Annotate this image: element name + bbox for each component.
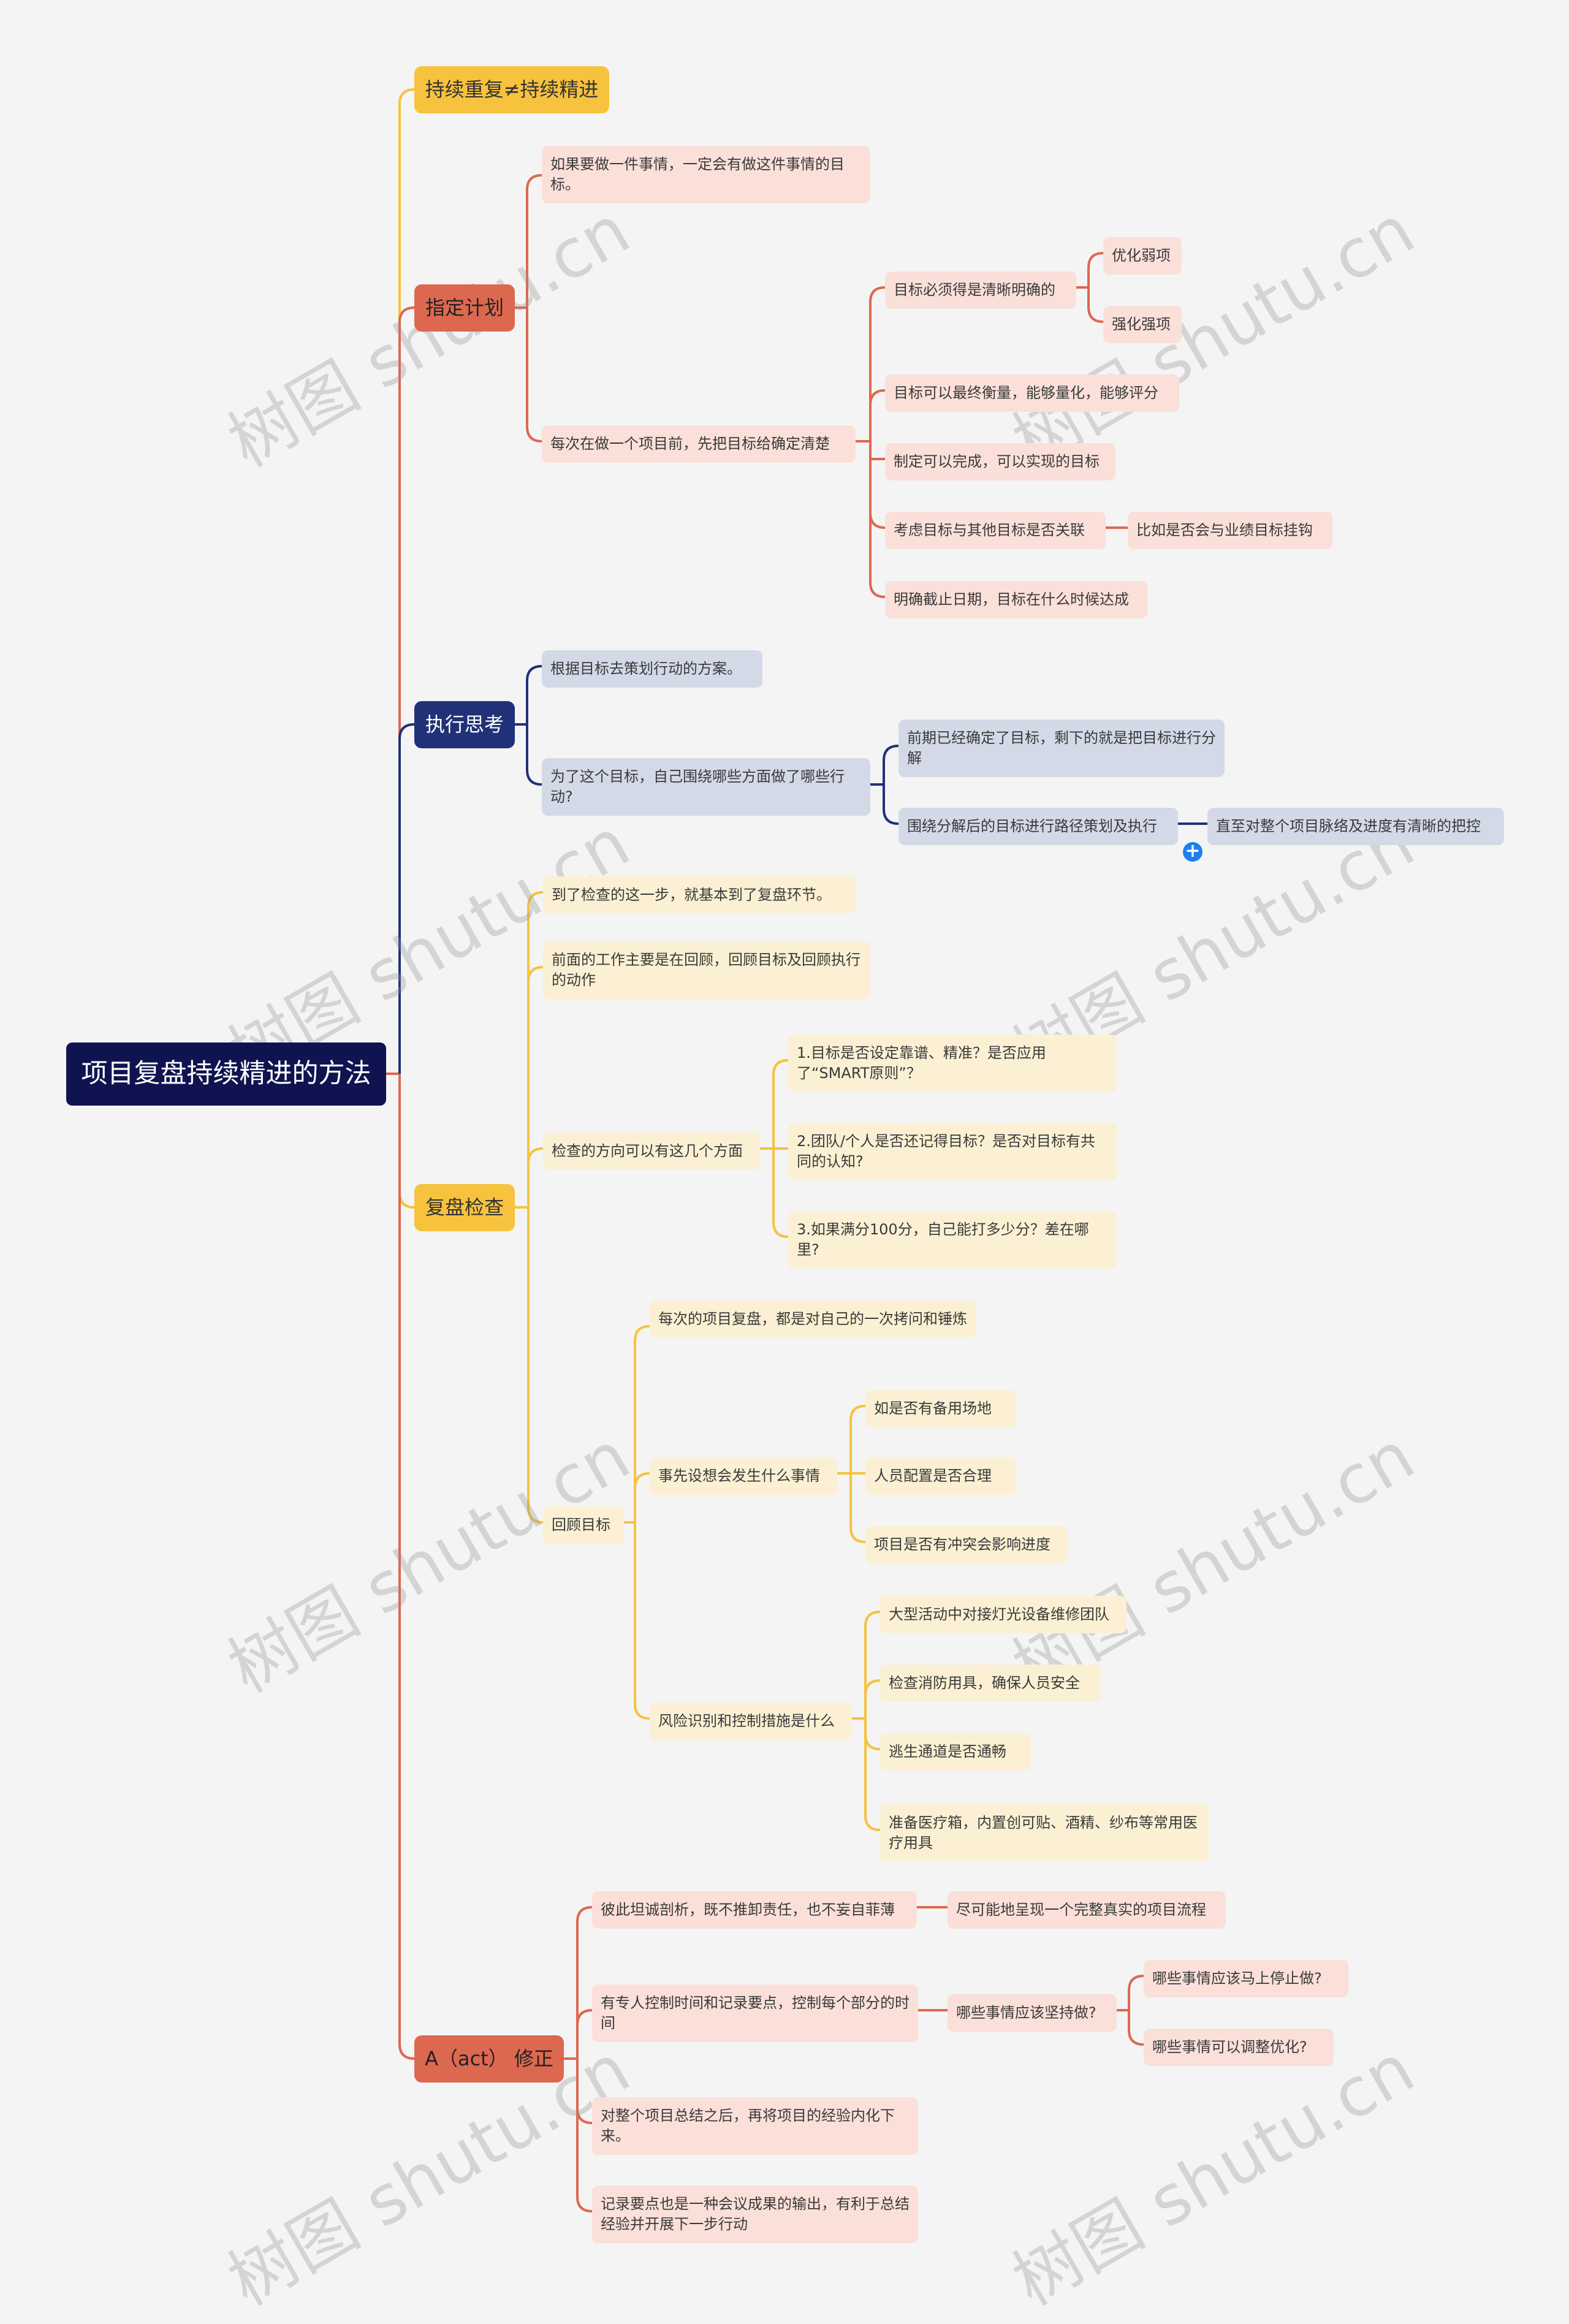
goal-clear[interactable]: 目标必须得是清晰明确的 bbox=[885, 272, 1076, 309]
root-topic[interactable]: 项目复盘持续精进的方法 bbox=[66, 1042, 386, 1106]
plan-goal-note[interactable]: 如果要做一件事情，一定会有做这件事情的目标。 bbox=[542, 146, 870, 203]
act-record-output[interactable]: 记录要点也是一种会议成果的输出，有利于总结经验并开展下一步行动 bbox=[592, 2185, 918, 2243]
risk-lighting-team[interactable]: 大型活动中对接灯光设备维修团队 bbox=[880, 1596, 1126, 1633]
risk-escape-route[interactable]: 逃生通道是否通畅 bbox=[880, 1733, 1031, 1771]
goal-related[interactable]: 考虑目标与其他目标是否关联 bbox=[885, 512, 1106, 549]
plan-define-goal[interactable]: 每次在做一个项目前，先把目标给确定清楚 bbox=[542, 425, 856, 463]
branch-review-check[interactable]: 复盘检查 bbox=[414, 1184, 515, 1231]
review-self-question[interactable]: 每次的项目复盘，都是对自己的一次拷问和锤炼 bbox=[650, 1301, 976, 1338]
branch-make-plan[interactable]: 指定计划 bbox=[414, 284, 515, 332]
act-full-process[interactable]: 尽可能地呈现一个完整真实的项目流程 bbox=[948, 1891, 1226, 1929]
branch-continuous-repeat[interactable]: 持续重复≠持续精进 bbox=[414, 66, 609, 113]
execute-clear-control[interactable]: 直至对整个项目脉络及进度有清晰的把控 bbox=[1207, 808, 1504, 845]
review-anticipate[interactable]: 事先设想会发生什么事情 bbox=[650, 1457, 837, 1495]
branch-execute-think[interactable]: 执行思考 bbox=[414, 701, 515, 748]
goal-strengthen-strength[interactable]: 强化强项 bbox=[1103, 306, 1182, 343]
execute-decompose-goal[interactable]: 前期已经确定了目标，剩下的就是把目标进行分解 bbox=[898, 720, 1225, 777]
act-internalize[interactable]: 对整个项目总结之后，再将项目的经验内化下来。 bbox=[592, 2097, 918, 2155]
risk-fire-safety[interactable]: 检查消防用具，确保人员安全 bbox=[880, 1665, 1101, 1702]
check-self-score[interactable]: 3.如果满分100分，自己能打多少分？差在哪里? bbox=[788, 1211, 1117, 1269]
review-stage-note[interactable]: 到了检查的这一步，就基本到了复盘环节。 bbox=[543, 876, 856, 914]
branch-act-correct[interactable]: A（act） 修正 bbox=[414, 2035, 564, 2083]
act-honest-analysis[interactable]: 彼此坦诚剖析，既不推卸责任，也不妄自菲薄 bbox=[592, 1891, 917, 1929]
anticipate-conflicts[interactable]: 项目是否有冲突会影响进度 bbox=[865, 1526, 1068, 1563]
execute-plan-action[interactable]: 根据目标去策划行动的方案。 bbox=[542, 650, 762, 688]
execute-path-planning[interactable]: 围绕分解后的目标进行路径策划及执行 bbox=[898, 808, 1178, 845]
review-previous-work[interactable]: 前面的工作主要是在回顾，回顾目标及回顾执行的动作 bbox=[543, 941, 870, 999]
risk-medical-kit[interactable]: 准备医疗箱，内置创可贴、酒精、纱布等常用医疗用具 bbox=[880, 1804, 1209, 1862]
review-risk-control[interactable]: 风险识别和控制措施是什么 bbox=[650, 1703, 852, 1740]
anticipate-backup-venue[interactable]: 如是否有备用场地 bbox=[865, 1390, 1016, 1427]
review-check-directions[interactable]: 检查的方向可以有这几个方面 bbox=[543, 1133, 760, 1170]
review-goal[interactable]: 回顾目标 bbox=[543, 1506, 624, 1544]
act-stop-doing[interactable]: 哪些事情应该马上停止做? bbox=[1144, 1960, 1348, 1997]
execute-actions-question[interactable]: 为了这个目标，自己围绕哪些方面做了哪些行动? bbox=[542, 758, 870, 816]
check-shared-goal[interactable]: 2.团队/个人是否还记得目标？是否对目标有共同的认知? bbox=[788, 1123, 1117, 1180]
goal-optimize-weakness[interactable]: 优化弱项 bbox=[1103, 237, 1182, 275]
act-time-keeper[interactable]: 有专人控制时间和记录要点，控制每个部分的时间 bbox=[592, 1984, 918, 2042]
goal-deadline[interactable]: 明确截止日期，目标在什么时候达成 bbox=[885, 581, 1147, 618]
goal-achievable[interactable]: 制定可以完成，可以实现的目标 bbox=[885, 443, 1115, 480]
check-smart[interactable]: 1.目标是否设定靠谱、精准？是否应用了“SMART原则”？ bbox=[788, 1035, 1117, 1092]
goal-measurable[interactable]: 目标可以最终衡量，能够量化，能够评分 bbox=[885, 374, 1179, 412]
goal-related-example[interactable]: 比如是否会与业绩目标挂钩 bbox=[1128, 512, 1332, 549]
act-adjust[interactable]: 哪些事情可以调整优化? bbox=[1144, 2029, 1334, 2066]
act-keep-doing[interactable]: 哪些事情应该坚持做? bbox=[948, 1994, 1117, 2032]
anticipate-staffing[interactable]: 人员配置是否合理 bbox=[865, 1457, 1016, 1495]
plus-icon[interactable]: + bbox=[1183, 842, 1202, 862]
